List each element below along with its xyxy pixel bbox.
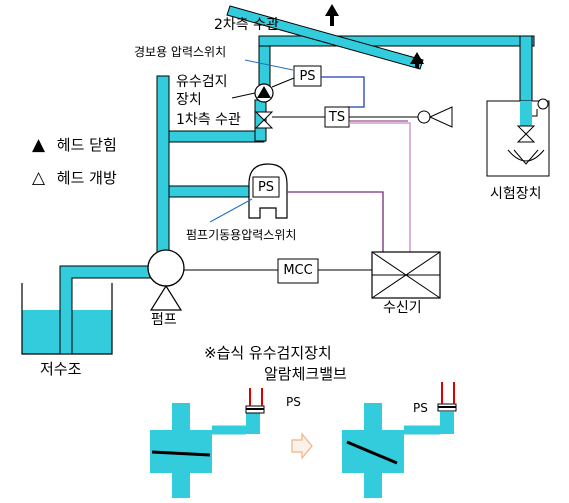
alarm-switch-label: 경보용 압력스위치 xyxy=(134,45,227,59)
valve-clapper-open xyxy=(346,440,398,465)
pump-switch-branch xyxy=(168,185,250,198)
primary-pipe xyxy=(168,130,265,143)
head-open-icon: △ xyxy=(32,168,46,188)
flow-detector-label: 유수검지 xyxy=(176,74,228,90)
ps-open-label: PS xyxy=(413,401,428,415)
sprinkler-head-stem xyxy=(415,60,419,68)
valve-clapper-closed xyxy=(151,450,211,457)
pump-body xyxy=(147,249,185,287)
main-riser-pipe xyxy=(156,75,170,257)
drain-valve xyxy=(417,110,431,124)
legend-open: △ 헤드 개방 xyxy=(32,170,117,187)
ps-pump-label: PS xyxy=(257,180,275,195)
flow-detector-label-2: 장치 xyxy=(176,92,202,108)
alarm-switch-leader xyxy=(244,59,294,71)
test-device-box xyxy=(486,100,550,177)
ps-closed-label: PS xyxy=(286,395,301,409)
note-subtitle: 알람체크밸브 xyxy=(264,365,347,383)
alarm-pressure-switch xyxy=(293,65,322,87)
sprinkler-branch-pipe xyxy=(226,5,424,70)
flow-detector-valve-icon xyxy=(257,86,271,98)
pump-base-icon xyxy=(149,284,183,311)
mcc-label: MCC xyxy=(283,263,313,278)
drain-outlet-icon xyxy=(428,106,453,128)
flow-detector-leader xyxy=(231,92,256,99)
gate-valve-icon xyxy=(254,119,274,129)
pump-pressure-switch xyxy=(252,176,280,198)
test-drain-funnel xyxy=(507,149,545,162)
secondary-pipe xyxy=(258,35,535,47)
transition-arrow-icon xyxy=(291,432,313,460)
test-gauge-link xyxy=(532,109,538,117)
ps-top-label: PS xyxy=(299,69,316,84)
head-closed-icon: ▲ xyxy=(32,135,46,155)
ts-label: TS xyxy=(328,110,346,125)
mcc-panel xyxy=(277,258,319,284)
ts-signal-line xyxy=(349,122,411,252)
alarm-check-valve-closed xyxy=(150,388,265,498)
pump-switch-signal-line xyxy=(287,191,384,252)
alarm-switch-signal-line xyxy=(321,76,365,108)
pump-switch-label: 펌프기동용압력스위치 xyxy=(186,228,297,242)
suction-pipe-fill xyxy=(61,267,71,279)
note-title: ※습식 유수검지장치 xyxy=(204,344,332,362)
test-device-pipe-inner xyxy=(520,101,532,126)
gate-valve-icon xyxy=(254,111,274,121)
test-device-label: 시험장치 xyxy=(490,186,542,202)
primary-pipe-label: 1차측 수관 xyxy=(176,112,241,128)
receiver-label: 수신기 xyxy=(383,300,422,316)
secondary-pipe-label: 2차측 수관 xyxy=(214,17,279,33)
test-valve-icon xyxy=(516,125,536,135)
test-drain-funnel xyxy=(513,149,539,165)
sprinkler-head-closed-icon xyxy=(410,52,424,64)
sprinkler-head-closed-icon xyxy=(325,4,339,16)
legend-closed: ▲ 헤드 닫힘 xyxy=(32,137,117,154)
pump-switch-leader xyxy=(209,198,253,223)
legend-open-label: 헤드 개방 xyxy=(56,169,117,187)
alarm-check-valve-open xyxy=(342,382,457,498)
sprinkler-head-stem xyxy=(330,16,334,26)
reservoir-label: 저수조 xyxy=(40,360,82,378)
test-valve-icon xyxy=(516,133,536,143)
test-gauge-icon xyxy=(537,98,549,110)
pump-label: 펌프 xyxy=(151,312,177,328)
legend-closed-label: 헤드 닫힘 xyxy=(56,136,117,154)
alarm-switch-link xyxy=(271,77,295,88)
